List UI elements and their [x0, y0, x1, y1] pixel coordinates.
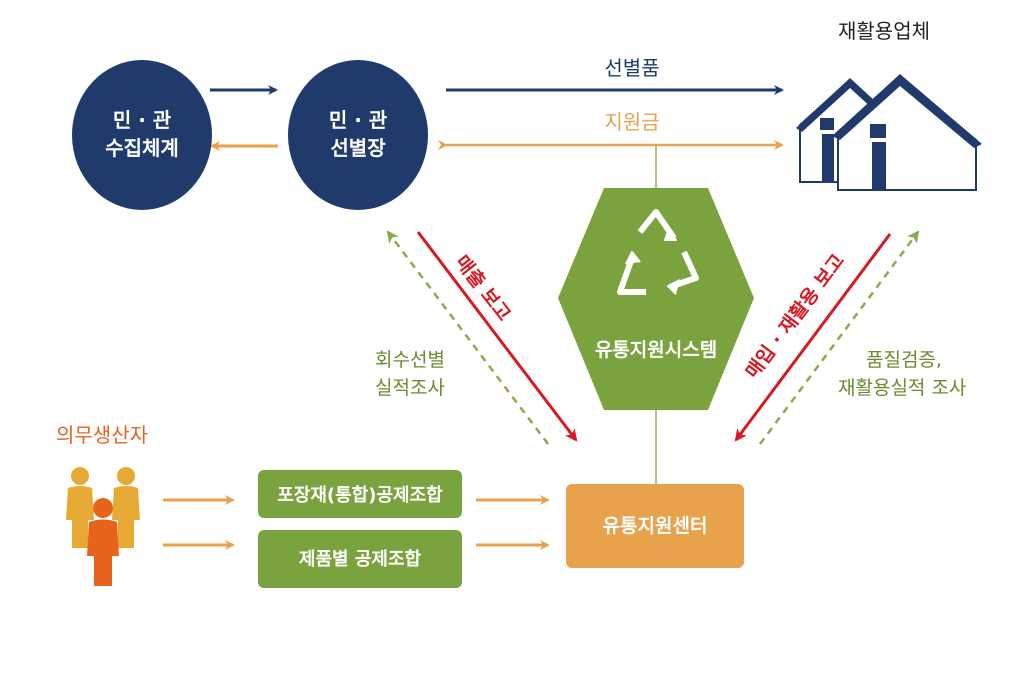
arrow-sales-report	[416, 231, 578, 442]
subsidy-label: 지원금	[604, 110, 659, 134]
collection-survey-line1: 회수선별	[375, 349, 445, 371]
collection-line1: 민 · 관	[113, 108, 172, 132]
collection-node: 민 · 관 수집체계	[72, 60, 212, 210]
packaging-union-label: 포장재(통합)공제조합	[277, 484, 443, 506]
product-union-node: 제품별 공제조합	[258, 530, 462, 588]
sorting-line2: 선별장	[330, 136, 386, 160]
quality-line2: 재활용실적 조사	[838, 377, 966, 399]
packaging-union-node: 포장재(통합)공제조합	[258, 470, 462, 518]
recycle-icon	[617, 209, 699, 295]
quality-line1: 품질검증,	[866, 349, 942, 371]
system-node: 유통지원시스템	[558, 188, 754, 410]
sorting-node: 민 · 관 선별장	[288, 60, 428, 210]
collection-survey-line2: 실적조사	[375, 377, 445, 399]
recycler-label: 재활용업체	[838, 19, 930, 43]
system-label: 유통지원시스템	[595, 339, 717, 361]
arrow-collection-survey	[386, 230, 549, 445]
house-icon	[796, 74, 982, 191]
arrow-quality-survey	[758, 230, 920, 445]
center-node: 유통지원센터	[566, 484, 744, 568]
people-icon	[66, 467, 140, 586]
arrow-purchase-report	[734, 233, 892, 442]
center-label: 유통지원센터	[603, 515, 708, 537]
product-union-label: 제품별 공제조합	[299, 548, 422, 570]
collection-line2: 수집체계	[105, 136, 179, 160]
producers-label: 의무생산자	[56, 423, 148, 447]
sorted-goods-label: 선별품	[604, 56, 659, 80]
sorting-line1: 민 · 관	[329, 108, 388, 132]
